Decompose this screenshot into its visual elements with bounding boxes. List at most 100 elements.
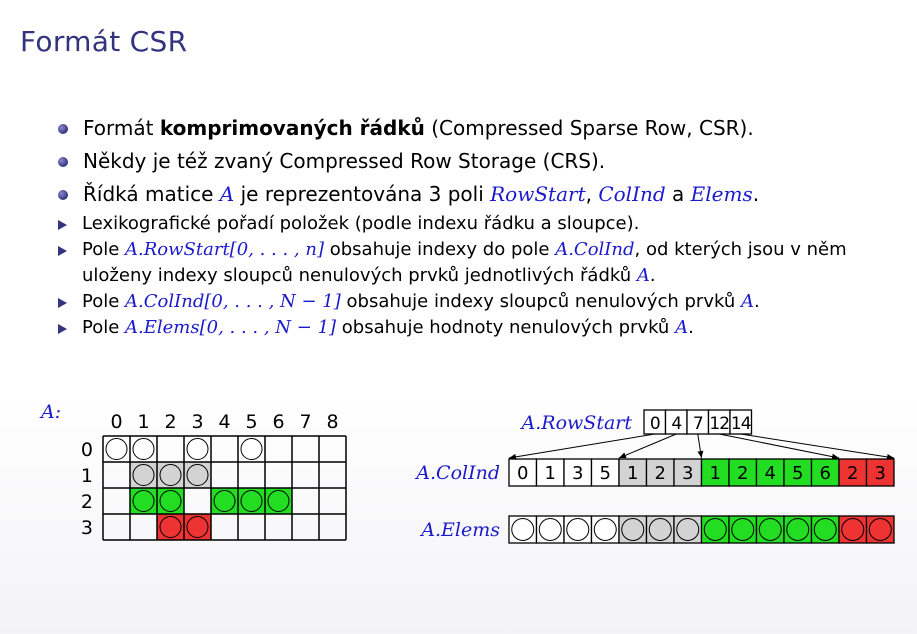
math-term: A.ColInd (555, 239, 635, 260)
matrix-col-header: 7 (299, 411, 311, 433)
elems-value-marker (731, 518, 755, 541)
matrix-col-header: 6 (272, 411, 284, 433)
colind-cell (728, 458, 758, 487)
math-term: A (740, 291, 754, 312)
subbullet-text: obsahuje indexy do pole (324, 239, 556, 260)
colind-label: A.ColInd (414, 462, 500, 484)
elems-cell (590, 515, 620, 544)
rowstart-value: 7 (693, 414, 703, 434)
elems-value-marker (786, 518, 810, 541)
colind-cell (755, 458, 785, 487)
rowstart-value: 14 (731, 414, 751, 434)
elems-label: A.Elems (419, 519, 500, 541)
elems-value-marker (538, 518, 562, 541)
matrix-cell-fill (265, 488, 292, 514)
colind-value: 4 (765, 463, 776, 484)
matrix-cell-fill (130, 462, 157, 488)
subbullet-text: Pole (82, 317, 126, 338)
matrix-cell-fill (238, 436, 265, 462)
subbullet-text: . (753, 291, 760, 312)
matrix-nonzero-marker (186, 438, 209, 460)
bullet-item: Formát komprimovaných řádků (Compressed … (58, 112, 898, 145)
matrix-cell-fill (184, 514, 211, 540)
colind-cell (783, 458, 813, 487)
bullet-item: Někdy je též zvaný Compressed Row Storag… (58, 145, 898, 178)
subbullet-text: obsahuje indexy sloupců nenulových prvků (340, 291, 741, 312)
matrix-cell-fill (211, 488, 238, 514)
colind-cell (865, 458, 895, 487)
colind-value: 2 (655, 463, 666, 484)
colind-value: 3 (875, 463, 886, 484)
subbullet-item: Pole A.Elems[0, . . . , N − 1] obsahuje … (58, 315, 898, 341)
elems-array: A.Elems (419, 515, 895, 544)
elems-value-marker (813, 518, 837, 541)
triangle-bullet-icon (58, 324, 67, 334)
rowstart-value: 4 (671, 414, 681, 434)
rowstart-value: 0 (650, 414, 660, 434)
bullet-item: Řídká matice A je reprezentována 3 poli … (58, 178, 898, 211)
matrix-nonzero-marker (267, 490, 290, 512)
matrix-cell-fill (103, 436, 130, 462)
subbullet-item: Pole A.RowStart[0, . . . , n] obsahuje i… (58, 237, 898, 289)
elems-value-marker (676, 518, 700, 541)
colind-value: 2 (847, 463, 858, 484)
subbullet-text: . (688, 317, 694, 338)
math-term: A (675, 317, 689, 338)
math-term: A.ColInd[0, . . . , N − 1] (125, 291, 341, 312)
bullet-text: Formát (83, 116, 160, 140)
math-term: Elems (690, 182, 753, 206)
matrix-col-header: 5 (245, 411, 257, 433)
matrix-row-header: 0 (81, 439, 93, 461)
elems-cell (563, 515, 593, 544)
subbullet-text: Lexikografické pořadí položek (podle ind… (82, 213, 640, 234)
rowstart-pointer-arrow (618, 433, 677, 459)
elems-cell (783, 515, 813, 544)
matrix-col-header: 4 (218, 411, 230, 433)
colind-value: 6 (820, 463, 831, 484)
math-term: A (219, 182, 235, 206)
matrix-nonzero-marker (132, 490, 155, 512)
bullet-dot-icon (58, 157, 68, 167)
subbullet-item: Lexikografické pořadí položek (podle ind… (58, 211, 898, 237)
bullet-text: je reprezentována 3 poli (234, 182, 491, 206)
colind-cell (618, 458, 648, 487)
math-term: A.Elems[0, . . . , N − 1] (125, 317, 337, 338)
colind-value: 2 (737, 463, 748, 484)
elems-value-marker (593, 518, 617, 541)
elems-value-marker (566, 518, 590, 541)
subbullet-text: , od kterých jsou v něm uloženy indexy s… (82, 239, 847, 286)
rowstart-arrows (508, 433, 895, 460)
math-term: A (636, 265, 650, 286)
elems-value-marker (758, 518, 782, 541)
matrix-nonzero-marker (159, 490, 182, 512)
elems-cell (673, 515, 703, 544)
bullet-text: . (752, 182, 760, 206)
elems-value-marker (868, 518, 892, 541)
math-term: ColInd (598, 182, 666, 206)
matrix-cell-fill (184, 462, 211, 488)
colind-cell (508, 458, 538, 487)
math-term: A.RowStart[0, . . . , n] (125, 239, 324, 260)
colind-value: 1 (710, 463, 721, 484)
matrix-cell-fill (184, 436, 211, 462)
colind-value: 5 (792, 463, 803, 484)
bullet-text: Řídká matice (83, 182, 220, 206)
matrix-nonzero-marker (159, 516, 182, 538)
colind-value: 1 (627, 463, 638, 484)
matrix-row-header: 2 (81, 491, 93, 513)
triangle-bullet-icon (58, 298, 67, 308)
matrix-row-header: 3 (81, 517, 93, 539)
matrix-nonzero-marker (186, 516, 209, 538)
elems-value-marker (511, 518, 535, 541)
rowstart-pointer-arrow (508, 433, 655, 460)
elems-cell (508, 515, 538, 544)
elems-cell (700, 515, 730, 544)
matrix-nonzero-marker (240, 490, 263, 512)
matrix-label: A: (39, 401, 61, 423)
bullet-dot-icon (58, 190, 68, 200)
bullet-dot-icon (58, 124, 68, 134)
matrix-nonzero-marker (105, 438, 128, 460)
